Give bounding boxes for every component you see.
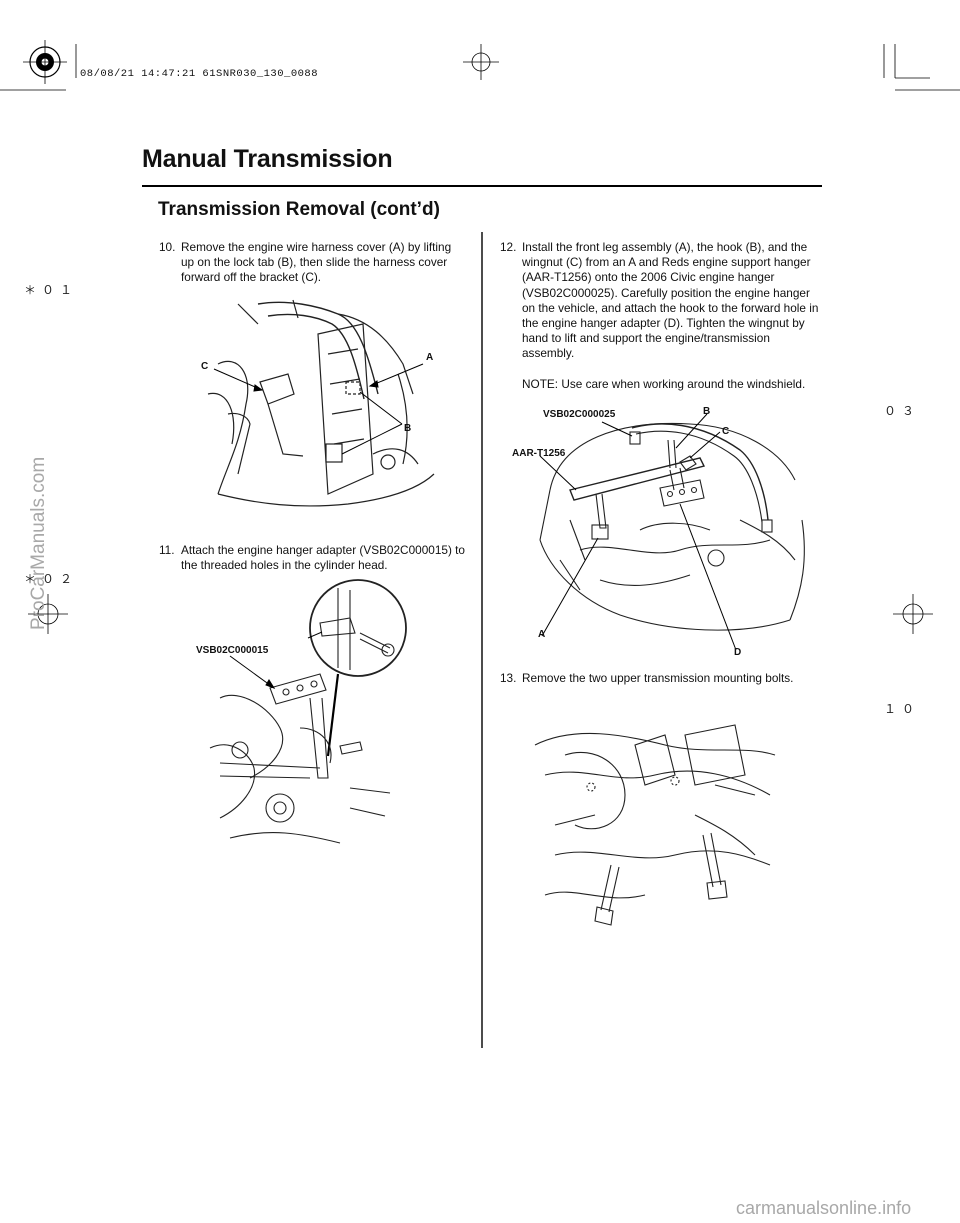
step-12: 12. Install the front leg assembly (A), …: [500, 240, 820, 392]
watermark-bottom: carmanualsonline.info: [736, 1198, 912, 1218]
step-number: 13.: [500, 671, 517, 685]
figure-engine-support-hanger: [539, 413, 805, 651]
step-number: 11.: [159, 543, 175, 557]
figure-harness-cover: [207, 299, 435, 507]
step-text: Attach the engine hanger adapter (VSB02C…: [181, 543, 465, 573]
step-text: Remove the engine wire harness cover (A)…: [181, 240, 452, 285]
registration-target-icon: [23, 40, 67, 84]
watermark-left: ProCarManuals.com: [28, 456, 49, 630]
step-11: 11. Attach the engine hanger adapter (VS…: [159, 543, 469, 573]
label-C: C: [722, 426, 730, 437]
figure-transmission-mounting-bolts: [534, 724, 776, 926]
page-title: Manual Transmission: [142, 145, 393, 173]
crosshair-top-icon: [463, 44, 499, 80]
label-B: B: [404, 423, 412, 434]
step-13: 13. Remove the two upper transmission mo…: [500, 671, 800, 686]
margin-mark-01: ＊０１: [24, 283, 79, 297]
step-number: 10.: [159, 240, 176, 254]
step-number: 12.: [500, 240, 517, 254]
figure-hanger-adapter: [209, 579, 407, 844]
step-text: Remove the two upper transmission mounti…: [522, 671, 794, 685]
crosshair-right-icon: [893, 594, 933, 634]
section-title: Transmission Removal (cont’d): [158, 199, 440, 220]
label-vsb02c000025: VSB02C000025: [543, 409, 616, 420]
crosshair-left-icon: [28, 594, 68, 634]
print-stamp: 08/08/21 14:47:21 61SNR030_130_0088: [80, 68, 319, 80]
label-A: A: [538, 629, 546, 640]
label-B: B: [703, 406, 711, 417]
step-10: 10. Remove the engine wire harness cover…: [159, 240, 464, 286]
label-C: C: [201, 361, 209, 372]
step-note: NOTE: Use care when working around the w…: [522, 376, 806, 391]
step-text: Install the front leg assembly (A), the …: [522, 240, 819, 361]
margin-mark-10: １０: [884, 702, 921, 716]
label-A: A: [426, 352, 434, 363]
label-vsb02c000015: VSB02C000015: [196, 645, 269, 656]
margin-mark-02: ＊０２: [24, 572, 79, 586]
label-aar-t1256: AAR-T1256: [512, 448, 566, 459]
margin-mark-03: ０３: [884, 404, 921, 418]
label-D: D: [734, 647, 742, 658]
